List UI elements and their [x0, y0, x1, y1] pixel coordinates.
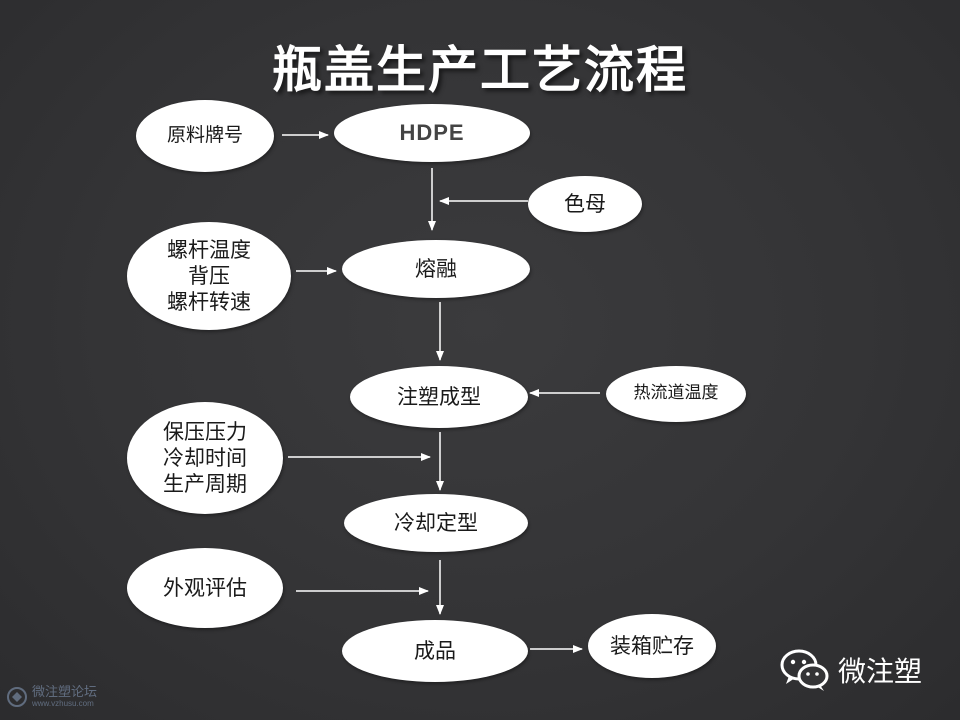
wechat-icon: [780, 649, 829, 691]
node-appearance: 外观评估: [127, 548, 283, 628]
forum-name: 微注塑论坛: [32, 685, 98, 700]
node-masterbatch: 色母: [528, 176, 642, 232]
wechat-brand-label: 微注塑: [838, 655, 923, 688]
page-title: 瓶盖生产工艺流程: [272, 41, 688, 99]
node-melting: 熔融: [342, 240, 530, 298]
node-screw-params: 螺杆温度 背压 螺杆转速: [127, 222, 291, 330]
forum-logo-icon: [7, 687, 27, 707]
node-product: 成品: [342, 620, 528, 682]
forum-url: www.vzhusu.com: [32, 699, 94, 708]
forum-watermark: 微注塑论坛 www.vzhusu.com: [6, 686, 97, 708]
node-raw-grade: 原料牌号: [136, 100, 274, 172]
node-cooling: 冷却定型: [344, 494, 528, 552]
node-hdpe: HDPE: [334, 104, 530, 162]
node-hold-params: 保压压力 冷却时间 生产周期: [127, 402, 283, 514]
node-packing: 装箱贮存: [588, 614, 716, 678]
node-injection: 注塑成型: [350, 366, 528, 428]
node-hot-runner: 热流道温度: [606, 366, 746, 422]
wechat-brand: 微注塑: [780, 646, 922, 694]
